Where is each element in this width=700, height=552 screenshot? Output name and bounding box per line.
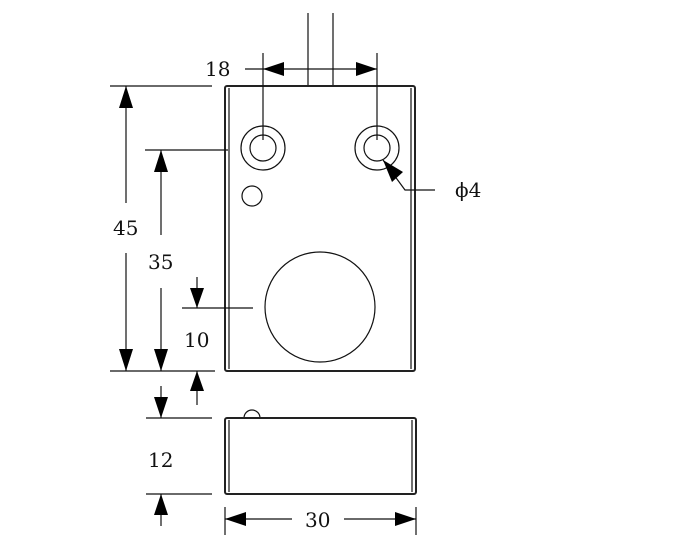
sensing-face-circle xyxy=(264,251,376,363)
dim-thickness: 12 xyxy=(146,386,212,526)
dim-label-10: 10 xyxy=(184,328,209,352)
dim-label-35: 35 xyxy=(148,250,173,274)
dim-label-18: 18 xyxy=(205,57,230,81)
dim-hole-spacing: 18 xyxy=(205,53,378,140)
dim-center-height: 10 xyxy=(182,277,253,405)
small-hole xyxy=(241,185,263,207)
dim-label-12: 12 xyxy=(148,448,173,472)
dim-hole-height: 35 xyxy=(145,149,228,371)
top-view-body xyxy=(224,85,416,372)
dim-total-height: 45 xyxy=(110,85,215,372)
side-view-body xyxy=(224,409,417,495)
dim-label-45: 45 xyxy=(113,216,138,240)
dim-hole-diameter: ϕ4 xyxy=(382,159,481,202)
dim-label-30: 30 xyxy=(305,508,330,532)
dim-width: 30 xyxy=(224,507,417,535)
lead-wires xyxy=(307,13,334,86)
dim-label-phi4: ϕ4 xyxy=(455,178,481,202)
